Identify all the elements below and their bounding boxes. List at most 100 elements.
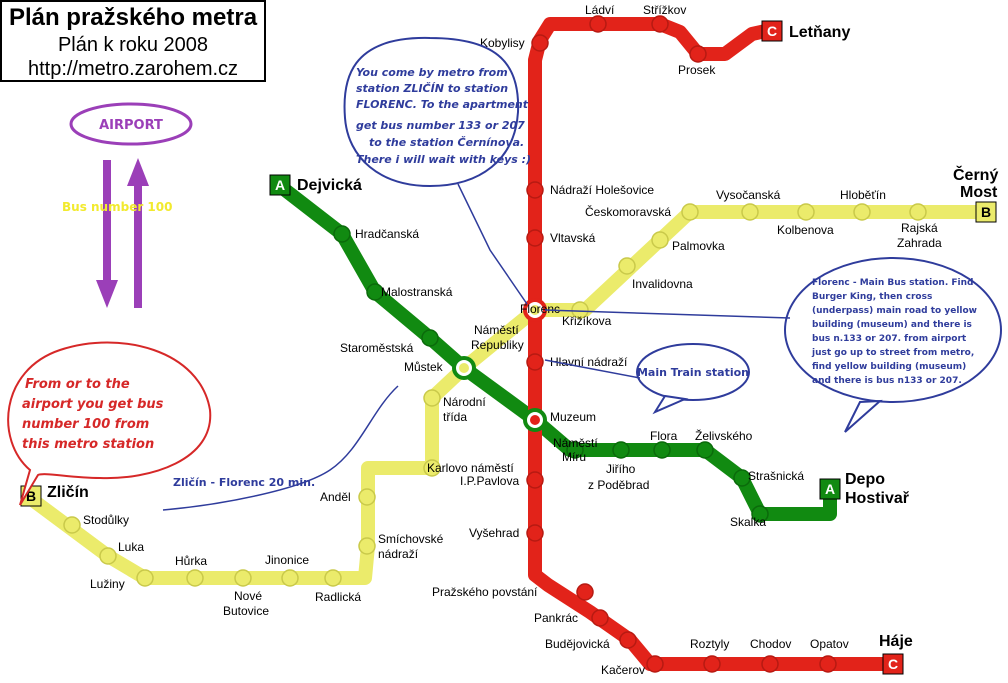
label-karlovo-namesti: Karlovo náměstí bbox=[427, 461, 514, 475]
station-dot-nadrazi-holesovice[interactable] bbox=[526, 181, 544, 199]
station-dot-strasnicka[interactable] bbox=[733, 469, 751, 487]
station-labels: Hradčanská Malostranská Staroměstská Můs… bbox=[83, 3, 942, 677]
station-dot-luziny[interactable] bbox=[136, 569, 154, 587]
station-dot-prazskeho-povstani[interactable] bbox=[576, 583, 594, 601]
metro-bubble-text: You come by metro from station ZLIČÍN to… bbox=[356, 66, 532, 166]
label-pankrac: Pankrác bbox=[534, 611, 578, 625]
station-dot-ceskomoravska[interactable] bbox=[681, 203, 699, 221]
label-narodni-line1: Národní bbox=[443, 395, 486, 409]
station-dot-jiriho[interactable] bbox=[612, 441, 630, 459]
badge-c-letnany-label: C bbox=[767, 23, 777, 39]
station-dot-karlovo-namesti[interactable] bbox=[423, 459, 441, 477]
station-dot-rajska-zahrada[interactable] bbox=[909, 203, 927, 221]
badge-c-haje bbox=[882, 653, 904, 675]
transfer-muzeum-inner bbox=[530, 415, 540, 425]
station-dot-chodov[interactable] bbox=[761, 655, 779, 673]
station-dot-flora[interactable] bbox=[653, 441, 671, 459]
station-dot-ip-pavlova[interactable] bbox=[526, 471, 544, 489]
station-dot-zelivskeho[interactable] bbox=[696, 441, 714, 459]
station-dot-hlubetin[interactable] bbox=[853, 203, 871, 221]
train-bubble-outline bbox=[636, 343, 750, 401]
terminal-depo-line1: Depo bbox=[845, 471, 885, 488]
florenc-bubble-line2: Burger King, then cross bbox=[812, 292, 932, 302]
station-dot-luka[interactable] bbox=[99, 547, 117, 565]
terminal-letnany: Letňany bbox=[789, 24, 850, 41]
metro-instructions-bubble: You come by metro from station ZLIČÍN to… bbox=[343, 36, 532, 305]
station-dot-palmovka[interactable] bbox=[651, 231, 669, 249]
station-dot-opatov[interactable] bbox=[819, 655, 837, 673]
label-narodni-line2: třída bbox=[443, 410, 467, 424]
florenc-bubble-line6: just go up to street from metro, bbox=[811, 348, 974, 358]
station-dot-budejovicka[interactable] bbox=[619, 631, 637, 649]
station-dot-vltavska[interactable] bbox=[526, 229, 544, 247]
station-dots-a bbox=[333, 225, 769, 523]
badge-b-zlicin-label: B bbox=[26, 488, 36, 504]
label-hlubetin: Hloběťín bbox=[840, 188, 886, 202]
station-dot-hlavni-nadrazi[interactable] bbox=[526, 353, 544, 371]
label-krizikova: Křižíkova bbox=[562, 314, 612, 328]
station-dot-malostranska[interactable] bbox=[366, 283, 384, 301]
terminal-cerny-most-line1: Černý bbox=[953, 165, 998, 184]
transfer-mustek-inner bbox=[459, 363, 469, 373]
terminal-labels: Dejvická Letňany Černý Most Depo Hostiva… bbox=[47, 24, 998, 650]
arrow-up-icon bbox=[127, 158, 149, 308]
station-dot-invalidovna[interactable] bbox=[618, 257, 636, 275]
label-andel: Anděl bbox=[320, 490, 351, 504]
station-dot-namesti-miru[interactable] bbox=[566, 441, 584, 459]
airport-info-bubble: From or to the airport you get bus numbe… bbox=[7, 341, 212, 506]
label-vysehrad: Vyšehrad bbox=[469, 526, 519, 540]
station-dot-jinonice[interactable] bbox=[281, 569, 299, 587]
label-hurka: Hůrka bbox=[175, 554, 207, 568]
label-strizkov: Střížkov bbox=[643, 3, 686, 17]
station-dot-krizikova[interactable] bbox=[571, 301, 589, 319]
train-bubble-tail bbox=[652, 394, 689, 415]
label-muzeum: Muzeum bbox=[550, 410, 596, 424]
station-dot-strizkov[interactable] bbox=[651, 15, 669, 33]
label-roztyly: Roztyly bbox=[690, 637, 729, 651]
station-dot-kobylisy[interactable] bbox=[531, 34, 549, 52]
station-dot-smichovske-nadrazi[interactable] bbox=[358, 537, 376, 555]
station-dot-radlicka[interactable] bbox=[324, 569, 342, 587]
label-budejovicka: Budějovická bbox=[545, 637, 610, 651]
airport-bubble-text: From or to the airport you get bus numbe… bbox=[22, 377, 168, 452]
station-dot-pankrac[interactable] bbox=[591, 609, 609, 627]
station-dot-vysocanska[interactable] bbox=[741, 203, 759, 221]
station-dot-hurka[interactable] bbox=[186, 569, 204, 587]
station-dot-nove-butovice[interactable] bbox=[234, 569, 252, 587]
label-prazskeho-povstani: Pražského povstání bbox=[432, 585, 538, 599]
florenc-bubble-pointer bbox=[544, 309, 791, 319]
station-dot-vysehrad[interactable] bbox=[526, 524, 544, 542]
station-dot-staromestska[interactable] bbox=[421, 329, 439, 347]
label-radlicka: Radlická bbox=[315, 590, 361, 604]
station-dot-kolbenova[interactable] bbox=[797, 203, 815, 221]
station-dot-roztyly[interactable] bbox=[703, 655, 721, 673]
badge-b-cerny-most-label: B bbox=[981, 204, 991, 220]
station-dot-narodni-trida[interactable] bbox=[423, 389, 441, 407]
station-dot-kacerov[interactable] bbox=[646, 655, 664, 673]
label-flora: Flora bbox=[650, 429, 678, 443]
station-dot-stodulky[interactable] bbox=[63, 516, 81, 534]
badge-a-depo bbox=[819, 478, 841, 500]
station-dot-ladvi[interactable] bbox=[589, 15, 607, 33]
label-rajska-zahrada-line2: Zahrada bbox=[897, 236, 942, 250]
badge-c-haje-label: C bbox=[888, 656, 898, 672]
metro-bubble-line1: You come by metro from bbox=[356, 66, 508, 79]
airport-ellipse bbox=[69, 102, 193, 146]
label-kolbenova: Kolbenova bbox=[777, 223, 834, 237]
airport-label: AIRPORT bbox=[99, 118, 163, 133]
badge-c-letnany bbox=[761, 20, 783, 42]
label-kacerov: Kačerov bbox=[601, 663, 645, 677]
bus-number-label: Bus number 100 bbox=[62, 200, 172, 214]
florenc-bubble-line5: bus n.133 or 207. from airport bbox=[812, 334, 967, 344]
terminal-haje: Háje bbox=[879, 633, 913, 650]
terminal-zlicin: Zličín bbox=[47, 484, 89, 501]
station-dot-skalka[interactable] bbox=[751, 505, 769, 523]
station-dot-hradcanska[interactable] bbox=[333, 225, 351, 243]
station-dot-andel[interactable] bbox=[358, 488, 376, 506]
airport-bubble-outline bbox=[7, 341, 212, 506]
label-opatov: Opatov bbox=[810, 637, 849, 651]
station-dot-prosek[interactable] bbox=[689, 45, 707, 63]
florenc-bubble-text: Florenc - Main Bus station. Find Burger … bbox=[811, 278, 980, 386]
florenc-bubble-line8: and there is bus n133 or 207. bbox=[812, 376, 962, 386]
